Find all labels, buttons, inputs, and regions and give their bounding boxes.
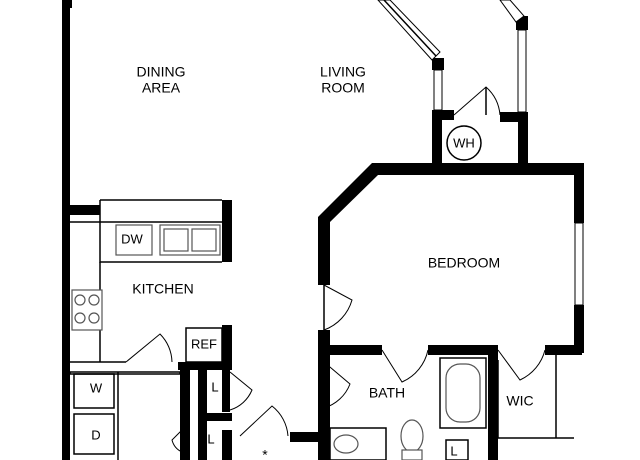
- water-heater: [446, 125, 482, 161]
- linen-label-2: L: [207, 431, 214, 446]
- kitchen-right-wall: [222, 200, 232, 262]
- burner-3: [74, 312, 86, 324]
- dining-label-line1: DINING: [137, 64, 186, 80]
- sink-basin-right: [191, 228, 217, 252]
- linen-mid-wall: [198, 413, 232, 421]
- dishwasher: [115, 224, 153, 256]
- dryer: [73, 413, 115, 455]
- wh-door[interactable]: [453, 86, 501, 116]
- bath-sink: [333, 434, 359, 454]
- bath-wic-divider: [488, 345, 498, 460]
- linen-right-wall-upper: [222, 362, 230, 412]
- burner-4: [88, 312, 100, 324]
- laundry-top-line: [69, 371, 181, 375]
- linen-left-wall: [198, 362, 207, 460]
- bedroom-right-wall-lower: [574, 305, 584, 353]
- bathtub-basin: [445, 363, 481, 423]
- bath-top-wall-left: [318, 345, 382, 355]
- entry-door[interactable]: [239, 405, 289, 437]
- linen-door[interactable]: [229, 371, 253, 411]
- toilet-tank: [401, 449, 423, 460]
- kitchen-door[interactable]: [125, 333, 173, 363]
- bay-corner-left: [432, 58, 444, 70]
- dining-label-line2: AREA: [142, 80, 181, 96]
- linen-right-wall-lower: [222, 430, 232, 460]
- bath-left-wall: [318, 330, 330, 460]
- laundry-partition: [180, 362, 190, 422]
- dryer-label: D: [91, 427, 100, 442]
- bay-side-window-left: [433, 69, 443, 111]
- kitchen-top-stub: [62, 205, 100, 215]
- refrigerator-label: REF: [191, 336, 217, 351]
- linen-label-1: L: [211, 379, 218, 394]
- bathtub: [439, 357, 487, 429]
- bath-linen-closet: [445, 439, 469, 460]
- fridge-wall: [222, 325, 232, 370]
- left-exterior-wall: [62, 0, 70, 460]
- wh-left-wall: [432, 110, 442, 165]
- laundry-door[interactable]: [171, 429, 183, 453]
- entry-marker: *: [262, 447, 268, 460]
- bath-bedroom-door[interactable]: [381, 349, 429, 383]
- linen-label-3: L: [450, 443, 457, 458]
- laundry-lower-wall: [180, 422, 190, 460]
- wic-label: WIC: [506, 393, 533, 409]
- burner-1: [74, 294, 86, 306]
- labels: DINING AREA LIVING ROOM BEDROOM KITCHEN …: [90, 64, 534, 460]
- entry-hall-wall: [290, 432, 320, 442]
- dishwasher-label: DW: [121, 231, 143, 246]
- kitchen-label: KITCHEN: [132, 281, 193, 297]
- wh-right-wall: [518, 112, 528, 164]
- laundry-fixtures: [69, 371, 181, 460]
- windows: [377, 0, 584, 306]
- washer: [73, 373, 115, 409]
- kitchen-fixtures: [70, 199, 223, 363]
- doors: [125, 86, 546, 453]
- top-left-wall: [62, 0, 72, 8]
- bedroom-label: BEDROOM: [428, 255, 500, 271]
- washer-label: W: [90, 380, 103, 395]
- wh-top-left: [432, 110, 454, 120]
- bath-top-wall-mid: [428, 345, 498, 355]
- wh-top-right: [500, 112, 528, 122]
- wic-shelving: [497, 355, 574, 439]
- bath-fixtures: [329, 357, 487, 460]
- bedroom-window: [574, 222, 584, 306]
- vanity: [329, 427, 387, 460]
- bath-door[interactable]: [323, 361, 351, 409]
- bay-side-window-right: [517, 29, 527, 113]
- refrigerator: [185, 327, 223, 363]
- walls: [62, 0, 584, 460]
- bedroom-door[interactable]: [323, 284, 353, 331]
- toilet-bowl: [400, 419, 424, 453]
- living-label-line2: ROOM: [321, 80, 365, 96]
- bay-window-left-line: [383, 0, 437, 57]
- bath-label: BATH: [369, 385, 405, 401]
- bedroom-right-wall-upper: [574, 163, 584, 223]
- living-label-line1: LIVING: [320, 64, 366, 80]
- water-heater-label: WH: [453, 135, 475, 150]
- sink-basin-left: [163, 228, 189, 252]
- bay-window-right: [499, 0, 525, 23]
- burner-2: [88, 294, 100, 306]
- wic-top-wall: [545, 345, 582, 355]
- bay-window-left: [377, 0, 441, 61]
- wic-door[interactable]: [497, 349, 546, 381]
